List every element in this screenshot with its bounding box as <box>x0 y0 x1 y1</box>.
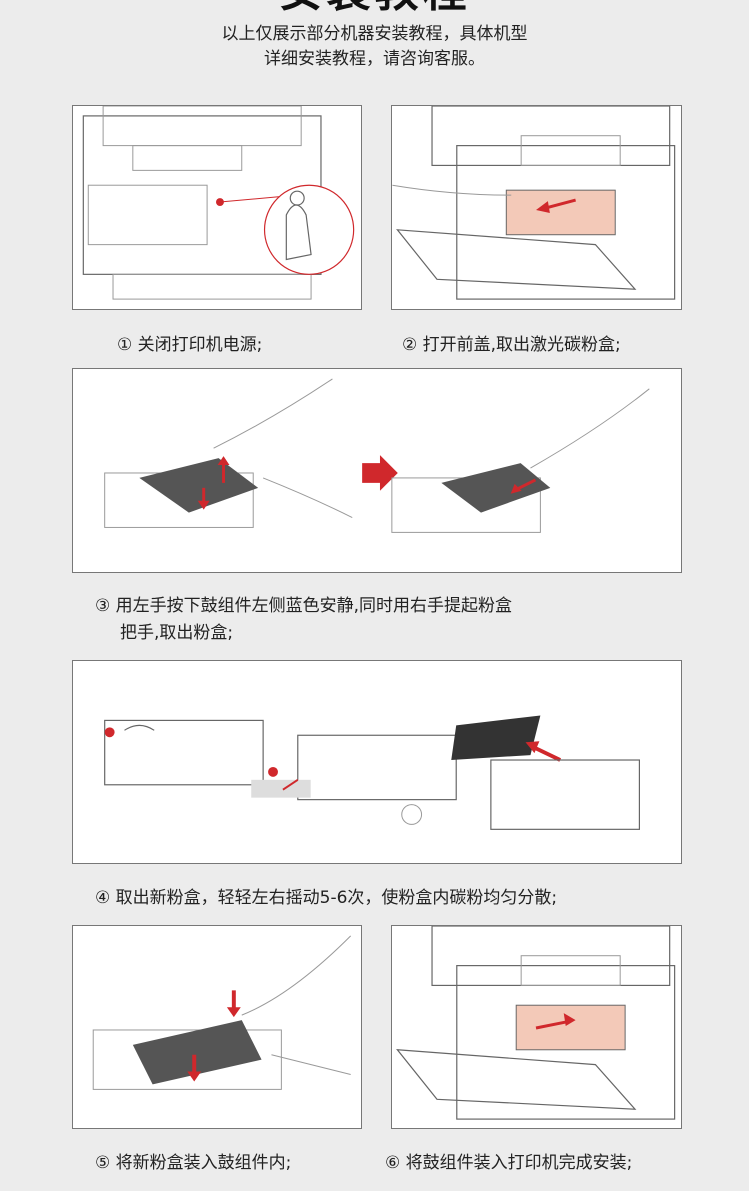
step-4-caption: ④ 取出新粉盒，轻轻左右摇动5-6次，使粉盒内碳粉均匀分散; <box>95 888 558 908</box>
step-5-caption: ⑤ 将新粉盒装入鼓组件内; <box>95 1153 292 1173</box>
step-3-caption: ③ 用左手按下鼓组件左侧蓝色安静,同时用右手提起粉盒 把手,取出粉盒; <box>95 593 512 647</box>
intro-line-1: 以上仅展示部分机器安装教程，具体机型 <box>221 24 528 44</box>
step-2-caption: ② 打开前盖,取出激光碳粉盒; <box>402 335 621 355</box>
step-5-illustration <box>72 925 362 1129</box>
step-6-illustration <box>391 925 682 1129</box>
step-4-illustration <box>72 660 682 864</box>
intro-line-2: 详细安装教程，请咨询客服。 <box>264 49 485 69</box>
step-3-caption-line-2: 把手,取出粉盒; <box>120 623 234 643</box>
page-title: 安装教程 <box>0 0 749 16</box>
intro-text: 以上仅展示部分机器安装教程，具体机型 详细安装教程，请咨询客服。 <box>0 22 749 72</box>
step-6-caption: ⑥ 将鼓组件装入打印机完成安装; <box>385 1153 633 1173</box>
step-3-caption-line-1: ③ 用左手按下鼓组件左侧蓝色安静,同时用右手提起粉盒 <box>95 596 513 616</box>
step-3-illustration <box>72 368 682 573</box>
step-1-illustration <box>72 105 362 310</box>
step-2-illustration <box>391 105 682 310</box>
step-1-caption: ① 关闭打印机电源; <box>117 335 263 355</box>
